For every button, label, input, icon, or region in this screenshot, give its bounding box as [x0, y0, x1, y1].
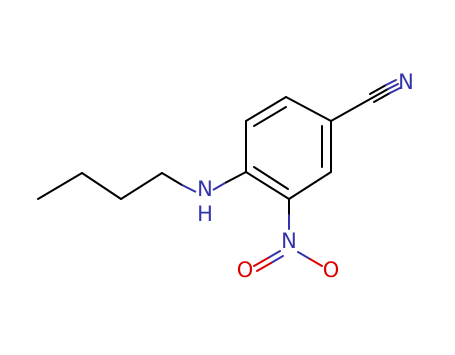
bond-c1-c2 — [37, 172, 83, 200]
ring-bond-3 — [285, 96, 332, 122]
bond-n-o-right-blue — [297, 251, 311, 260]
nitrile-group — [330, 79, 401, 122]
bond-n-o-left-a-blue — [267, 250, 281, 259]
nitro-o-right-label: O — [323, 258, 340, 282]
bond-c3-c4 — [120, 172, 163, 200]
triple-bond-c-black — [373, 92, 391, 103]
bond-c2-c3 — [81, 172, 122, 200]
bond-c4-n-blue — [181, 184, 197, 193]
bond-n-o-left-b-blue — [270, 255, 284, 264]
bond-n-o-left-a-red — [253, 257, 269, 267]
triple-bond-c-blue — [389, 87, 401, 94]
bond-n-o-left-b-red — [256, 262, 272, 272]
ring-bond-6 — [245, 171, 290, 200]
bond-n-ring-blue — [212, 182, 226, 191]
triple-bond-a-blue — [385, 79, 397, 86]
ring-bond-5 — [288, 171, 332, 200]
bond-ring-cn — [330, 97, 373, 122]
amine-h-label: H — [197, 202, 213, 226]
triple-bond-a-black — [369, 84, 387, 95]
nitro-o-left-label: O — [237, 258, 254, 282]
triple-bond-b-black — [371, 88, 389, 99]
amine-n-label: N — [197, 177, 213, 201]
ring-double-3 — [253, 166, 289, 190]
bond-n-ring-black — [224, 171, 247, 184]
nitro-n-label: N — [281, 229, 297, 253]
triple-bond-b-blue — [387, 83, 399, 90]
bond-n-o-right-red — [309, 258, 323, 267]
benzene-ring — [245, 96, 332, 200]
ring-double-1 — [253, 106, 287, 127]
butyl-chain — [37, 172, 183, 200]
nitrile-n-label: N — [398, 70, 414, 94]
bond-c4-n-black — [161, 172, 183, 186]
ring-bond-2 — [245, 96, 287, 122]
nitro-group — [253, 198, 323, 272]
